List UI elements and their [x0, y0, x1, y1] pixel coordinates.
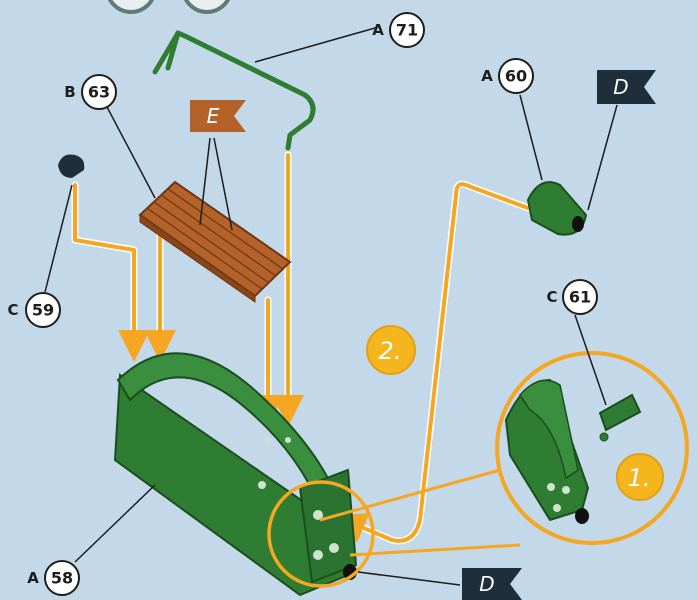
svg-text:C: C [7, 301, 18, 319]
part-a58-fender [115, 353, 357, 595]
hole [285, 437, 291, 443]
callout-a58: A 58 [27, 561, 79, 595]
hole [265, 437, 271, 443]
callout-c61: C 61 [546, 280, 597, 314]
svg-text:D: D [613, 75, 628, 99]
svg-text:60: 60 [505, 67, 527, 86]
step-badge-1: 1. [617, 454, 663, 500]
svg-text:71: 71 [396, 21, 418, 40]
step-badge-2: 2. [367, 326, 415, 374]
callout-b63: B 63 [64, 75, 116, 109]
svg-text:A: A [372, 21, 384, 39]
flag-d-top: D [597, 70, 656, 104]
callout-a71: A 71 [372, 13, 424, 47]
svg-text:59: 59 [32, 301, 54, 320]
arrow-c59 [75, 185, 134, 350]
hole [258, 481, 266, 489]
svg-text:A: A [481, 67, 493, 85]
hole [329, 543, 339, 553]
flag-d-bottom: D [462, 568, 522, 600]
svg-text:A: A [27, 569, 39, 587]
callout-a60: A 60 [481, 59, 533, 93]
flag-e: E [190, 100, 246, 132]
svg-text:D: D [479, 572, 494, 596]
top-partial-badges [107, 0, 231, 12]
hole [313, 550, 323, 560]
svg-text:61: 61 [569, 288, 591, 307]
svg-text:58: 58 [51, 569, 73, 588]
svg-text:63: 63 [88, 83, 110, 102]
svg-text:C: C [546, 288, 557, 306]
svg-text:1.: 1. [628, 464, 651, 492]
callout-c59: C 59 [7, 293, 60, 327]
svg-text:E: E [207, 104, 220, 128]
svg-text:2.: 2. [379, 337, 402, 365]
part-c59-cap [58, 154, 84, 178]
part-a60-cone [528, 182, 586, 234]
svg-text:B: B [64, 83, 75, 101]
